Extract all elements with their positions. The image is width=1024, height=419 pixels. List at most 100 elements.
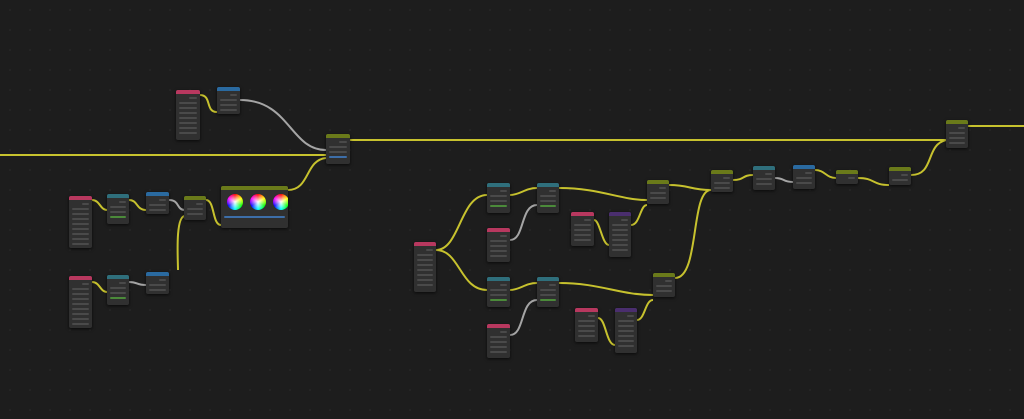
node-socket-row[interactable] <box>756 183 772 185</box>
node-header[interactable] <box>575 308 598 312</box>
node-header[interactable] <box>537 183 559 187</box>
texture-node[interactable] <box>537 183 559 213</box>
node-socket-row[interactable] <box>901 174 908 176</box>
node-socket-row[interactable] <box>587 315 595 317</box>
node-socket-row[interactable] <box>549 284 556 286</box>
node-socket-row[interactable] <box>72 288 89 290</box>
node-socket-row[interactable] <box>805 172 812 174</box>
node-header[interactable] <box>221 186 288 190</box>
vector-node[interactable] <box>793 165 815 189</box>
node-socket-row[interactable] <box>656 290 672 292</box>
input-node[interactable] <box>176 90 200 140</box>
input-node[interactable] <box>414 242 436 292</box>
node-socket-row[interactable] <box>119 282 126 284</box>
node-header[interactable] <box>836 170 858 174</box>
vector-node[interactable] <box>146 192 169 214</box>
node-socket-row[interactable] <box>848 177 855 179</box>
node-header[interactable] <box>711 170 733 174</box>
texture-node[interactable] <box>107 194 129 224</box>
node-socket-row[interactable] <box>574 239 591 241</box>
shader-node[interactable] <box>836 170 858 184</box>
node-header[interactable] <box>537 277 559 281</box>
node-socket-row[interactable] <box>110 297 126 299</box>
node-socket-row[interactable] <box>417 284 433 286</box>
color-wheel[interactable] <box>250 194 266 210</box>
node-socket-row[interactable] <box>499 190 507 192</box>
node-socket-row[interactable] <box>612 239 628 241</box>
node-socket-row[interactable] <box>578 335 595 337</box>
node-socket-row[interactable] <box>149 284 166 286</box>
node-socket-row[interactable] <box>72 243 89 245</box>
node-socket-row[interactable] <box>196 203 203 205</box>
node-header[interactable] <box>146 272 169 276</box>
node-socket-row[interactable] <box>578 330 595 332</box>
node-header[interactable] <box>609 212 631 216</box>
node-socket-row[interactable] <box>179 117 197 119</box>
node-socket-row[interactable] <box>110 287 126 289</box>
node-socket-row[interactable] <box>490 299 507 301</box>
node-socket-row[interactable] <box>490 351 507 353</box>
node-socket-row[interactable] <box>329 151 347 153</box>
node-socket-row[interactable] <box>949 132 965 134</box>
node-header[interactable] <box>69 276 92 280</box>
node-socket-row[interactable] <box>540 299 556 301</box>
node-socket-row[interactable] <box>417 279 433 281</box>
node-socket-row[interactable] <box>81 283 89 285</box>
node-header[interactable] <box>946 120 968 124</box>
node-socket-row[interactable] <box>490 200 507 202</box>
node-socket-row[interactable] <box>618 320 634 322</box>
input-node[interactable] <box>69 276 92 328</box>
node-socket-row[interactable] <box>621 219 628 221</box>
node-socket-row[interactable] <box>179 122 197 124</box>
node-socket-row[interactable] <box>110 211 126 213</box>
shader-node[interactable] <box>647 180 669 204</box>
node-socket-row[interactable] <box>179 127 197 129</box>
node-socket-row[interactable] <box>179 107 197 109</box>
output-node[interactable] <box>946 120 968 148</box>
node-header[interactable] <box>487 183 510 187</box>
node-header[interactable] <box>571 212 594 216</box>
node-header[interactable] <box>753 166 775 170</box>
node-socket-row[interactable] <box>187 213 203 215</box>
node-socket-row[interactable] <box>490 255 507 257</box>
node-socket-row[interactable] <box>627 315 634 317</box>
node-socket-row[interactable] <box>220 104 237 106</box>
shader-node[interactable] <box>711 170 733 192</box>
node-socket-row[interactable] <box>618 340 634 342</box>
node-socket-row[interactable] <box>490 336 507 338</box>
node-socket-row[interactable] <box>499 331 507 333</box>
node-socket-row[interactable] <box>72 238 89 240</box>
node-socket-row[interactable] <box>187 208 203 210</box>
node-socket-row[interactable] <box>574 224 591 226</box>
node-header[interactable] <box>107 275 129 279</box>
node-header[interactable] <box>615 308 637 312</box>
node-header[interactable] <box>146 192 169 196</box>
node-socket-row[interactable] <box>612 224 628 226</box>
node-socket-row[interactable] <box>490 245 507 247</box>
node-socket-row[interactable] <box>765 173 772 175</box>
node-socket-row[interactable] <box>417 269 433 271</box>
node-socket-row[interactable] <box>540 289 556 291</box>
node-socket-row[interactable] <box>72 318 89 320</box>
node-socket-row[interactable] <box>417 254 433 256</box>
texture-node[interactable] <box>487 183 510 213</box>
input-node[interactable] <box>571 212 594 246</box>
node-socket-row[interactable] <box>72 303 89 305</box>
node-socket-row[interactable] <box>490 346 507 348</box>
node-socket-row[interactable] <box>72 308 89 310</box>
node-socket-row[interactable] <box>72 313 89 315</box>
color-wheel[interactable] <box>227 194 243 210</box>
converter-node[interactable] <box>609 212 631 257</box>
node-socket-row[interactable] <box>339 141 347 143</box>
node-socket-row[interactable] <box>329 146 347 148</box>
node-header[interactable] <box>793 165 815 169</box>
node-socket-row[interactable] <box>110 216 126 218</box>
texture-node[interactable] <box>487 277 510 307</box>
node-socket-row[interactable] <box>618 335 634 337</box>
node-socket-row[interactable] <box>612 229 628 231</box>
node-socket-row[interactable] <box>417 259 433 261</box>
node-socket-row[interactable] <box>417 264 433 266</box>
node-socket-row[interactable] <box>179 102 197 104</box>
node-header[interactable] <box>414 242 436 246</box>
